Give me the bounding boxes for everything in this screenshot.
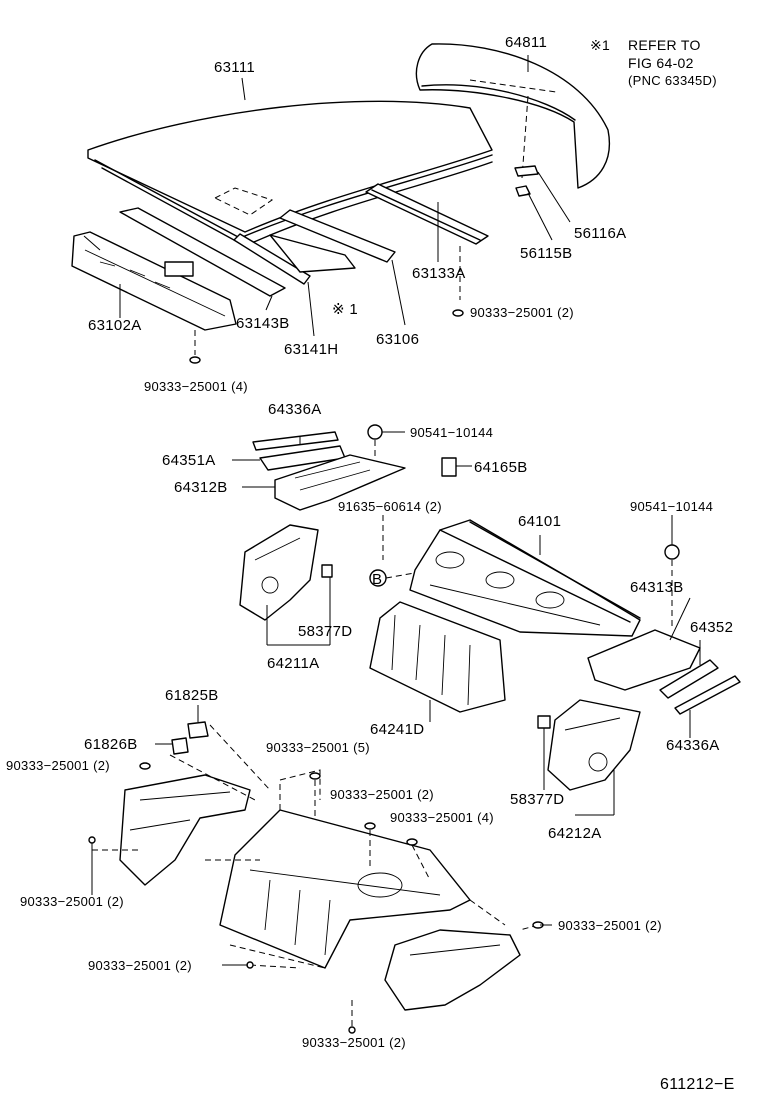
front-header-shape xyxy=(71,231,237,355)
label-90541-top: 90541−10144 xyxy=(410,425,494,440)
roof-rail-63106-shape xyxy=(279,209,406,326)
label-bolt-roof-right: 90333−25001 (2) xyxy=(470,305,574,320)
label-64351A: 64351A xyxy=(162,452,216,469)
label-91635: 91635−60614 (2) xyxy=(338,499,442,514)
bolt-roof-right-mark xyxy=(452,309,464,317)
rear-window-shape xyxy=(415,43,610,189)
panel-64241D-shape xyxy=(369,601,506,720)
label-63102A: 63102A xyxy=(88,317,142,334)
label-63133A: 63133A xyxy=(412,265,466,282)
label-ref-1: ※ 1 xyxy=(332,301,358,318)
circle-b-label: B xyxy=(372,571,383,588)
label-63111: 63111 xyxy=(214,59,255,76)
leader-lines xyxy=(83,55,701,966)
label-64212A: 64212A xyxy=(548,825,602,842)
note-line-2: FIG 64-02 xyxy=(628,55,694,71)
label-bolt-a: 90333−25001 (2) xyxy=(6,758,110,773)
label-64211A: 64211A xyxy=(267,655,320,672)
floor-right-bracket-shape xyxy=(384,929,521,1011)
label-64101: 64101 xyxy=(518,513,562,530)
label-64336A-right: 64336A xyxy=(666,737,720,754)
note-mark: ※1 xyxy=(590,37,611,53)
label-bolt-roof-left: 90333−25001 (4) xyxy=(144,379,248,394)
bracket-64313B-shape xyxy=(587,544,701,691)
label-64336A-top: 64336A xyxy=(268,401,322,418)
bolt-roof-left-mark xyxy=(189,356,201,364)
label-64241D: 64241D xyxy=(370,721,425,738)
label-64312B: 64312B xyxy=(174,479,228,496)
label-64313B: 64313B xyxy=(630,579,684,596)
floor-pad-61826B-shape xyxy=(171,737,189,755)
trim-64336A-top-shape xyxy=(252,431,339,451)
label-63106: 63106 xyxy=(376,331,420,348)
floor-pad-61825B-shape xyxy=(187,721,209,739)
clip-shapes xyxy=(514,165,571,241)
label-61826B: 61826B xyxy=(84,736,138,753)
clip-90541-top-shape xyxy=(367,424,405,460)
label-64165B: 64165B xyxy=(474,459,528,476)
label-63141H: 63141H xyxy=(284,341,339,358)
cap-64165B-shape xyxy=(441,457,457,477)
label-bolt-d: 90333−25001 (4) xyxy=(390,810,494,825)
label-bolt-b: 90333−25001 (5) xyxy=(266,740,370,755)
label-bolt-e: 90333−25001 (2) xyxy=(20,894,124,909)
roof-rail-63143B-shape xyxy=(119,207,286,311)
bracket-64312B-shape xyxy=(274,454,406,511)
bracket-64212A-shape xyxy=(537,699,641,816)
roof-rail-right-shape xyxy=(365,183,489,300)
label-56116A: 56116A xyxy=(574,225,627,242)
label-58377D-left: 58377D xyxy=(298,623,353,640)
label-bolt-c: 90333−25001 (2) xyxy=(330,787,434,802)
package-tray-64101-shape xyxy=(409,519,641,637)
bracket-64211A-shape xyxy=(239,524,333,646)
figure-code: 611212−E xyxy=(660,1076,735,1093)
label-63143B: 63143B xyxy=(236,315,290,332)
label-bolt-h: 90333−25001 (2) xyxy=(302,1035,406,1050)
trim-64336A-right-shape xyxy=(674,675,741,715)
note-line-1: REFER TO xyxy=(628,37,701,53)
note-line-3: (PNC 63345D) xyxy=(628,73,717,88)
label-90541-right: 90541−10144 xyxy=(630,499,714,514)
trim-64352-shape xyxy=(659,659,719,699)
label-64352: 64352 xyxy=(690,619,734,636)
bolt-91635-mark xyxy=(369,515,421,587)
label-56115B: 56115B xyxy=(520,245,573,262)
floor-main-pan-shape xyxy=(219,769,471,969)
label-bolt-f: 90333−25001 (2) xyxy=(558,918,662,933)
floor-left-bracket-shape xyxy=(119,774,251,886)
roof-panel-shape xyxy=(87,100,493,247)
label-61825B: 61825B xyxy=(165,687,219,704)
label-64811: 64811 xyxy=(505,34,548,51)
label-bolt-g: 90333−25001 (2) xyxy=(88,958,192,973)
roof-bow-63141H-shape xyxy=(233,233,356,337)
label-58377D-right: 58377D xyxy=(510,791,565,808)
